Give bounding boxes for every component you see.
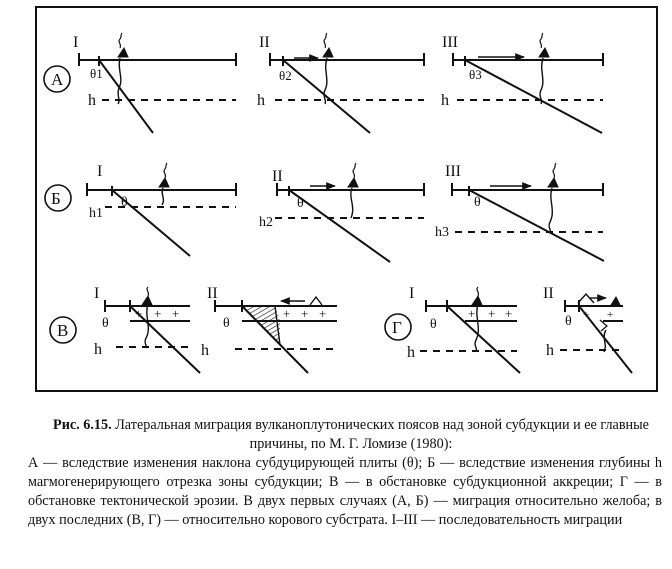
angle-a3: θ3 [469, 67, 482, 82]
plus-g1a: + [468, 306, 475, 321]
angle-a2: θ2 [279, 68, 292, 83]
depth-a1: h [88, 92, 96, 109]
plus-v1b: + [154, 306, 161, 321]
caption-figure-number: Рис. 6.15. [53, 417, 112, 433]
depth-g1: h [407, 344, 415, 361]
angle-v2: θ [223, 316, 230, 331]
panel-b-letter: Б [51, 189, 61, 208]
plus-v1c: + [172, 306, 179, 321]
stage-a1: I [73, 34, 78, 51]
stage-a2: II [259, 34, 270, 51]
caption-title-text: Латеральная миграция вулканоплутонически… [111, 417, 649, 452]
figure-diagram: А I II III θ1 θ2 θ3 h h h Б I II III θ θ… [35, 6, 658, 392]
panel-g-circle [384, 313, 412, 341]
plus-v1a: + [135, 306, 142, 321]
panel-g [384, 286, 633, 374]
plus-v2c: + [319, 306, 326, 321]
figure-frame [35, 6, 658, 392]
panel-b-circle [44, 184, 72, 212]
angle-g2: θ [565, 314, 572, 329]
stage-b3: III [445, 163, 461, 180]
depth-v2: h [201, 342, 209, 359]
panel-g-letter: Г [392, 318, 402, 337]
depth-b2: h2 [259, 215, 273, 230]
depth-g2: h [546, 342, 554, 359]
angle-g1: θ [430, 317, 437, 332]
caption-title: Рис. 6.15. Латеральная миграция вулканоп… [40, 416, 662, 454]
figure-caption: Рис. 6.15. Латеральная миграция вулканоп… [28, 416, 662, 530]
panel-a-circle [43, 65, 71, 93]
angle-b1: θ [121, 195, 128, 210]
stage-a3: III [442, 34, 458, 51]
angle-b2: θ [297, 196, 304, 211]
stage-v2: II [207, 285, 218, 302]
angle-a1: θ1 [90, 66, 103, 81]
panel-b [44, 162, 605, 263]
panel-v-letter: В [57, 321, 68, 340]
plus-g2a: + [583, 309, 589, 321]
depth-a3: h [441, 92, 449, 109]
depth-b3: h3 [435, 225, 449, 240]
plus-g1b: + [488, 306, 495, 321]
plus-v2a: + [283, 306, 290, 321]
stage-g2: II [543, 285, 554, 302]
stage-v1: I [94, 285, 99, 302]
depth-v1: h [94, 341, 102, 358]
angle-b3: θ [474, 195, 481, 210]
plus-g1c: + [505, 306, 512, 321]
panel-v [49, 286, 337, 374]
caption-body: А — вследствие изменения наклона субдуци… [28, 455, 662, 528]
panel-v-circle [49, 316, 77, 344]
depth-a2: h [257, 92, 265, 109]
depth-b1: h1 [89, 206, 103, 221]
panel-a [43, 32, 604, 134]
plus-g2b: + [607, 309, 613, 321]
panel-a-letter: А [51, 70, 64, 89]
stage-b1: I [97, 163, 102, 180]
stage-g1: I [409, 285, 414, 302]
plus-v2b: + [301, 306, 308, 321]
stage-b2: II [272, 168, 283, 185]
angle-v1: θ [102, 316, 109, 331]
